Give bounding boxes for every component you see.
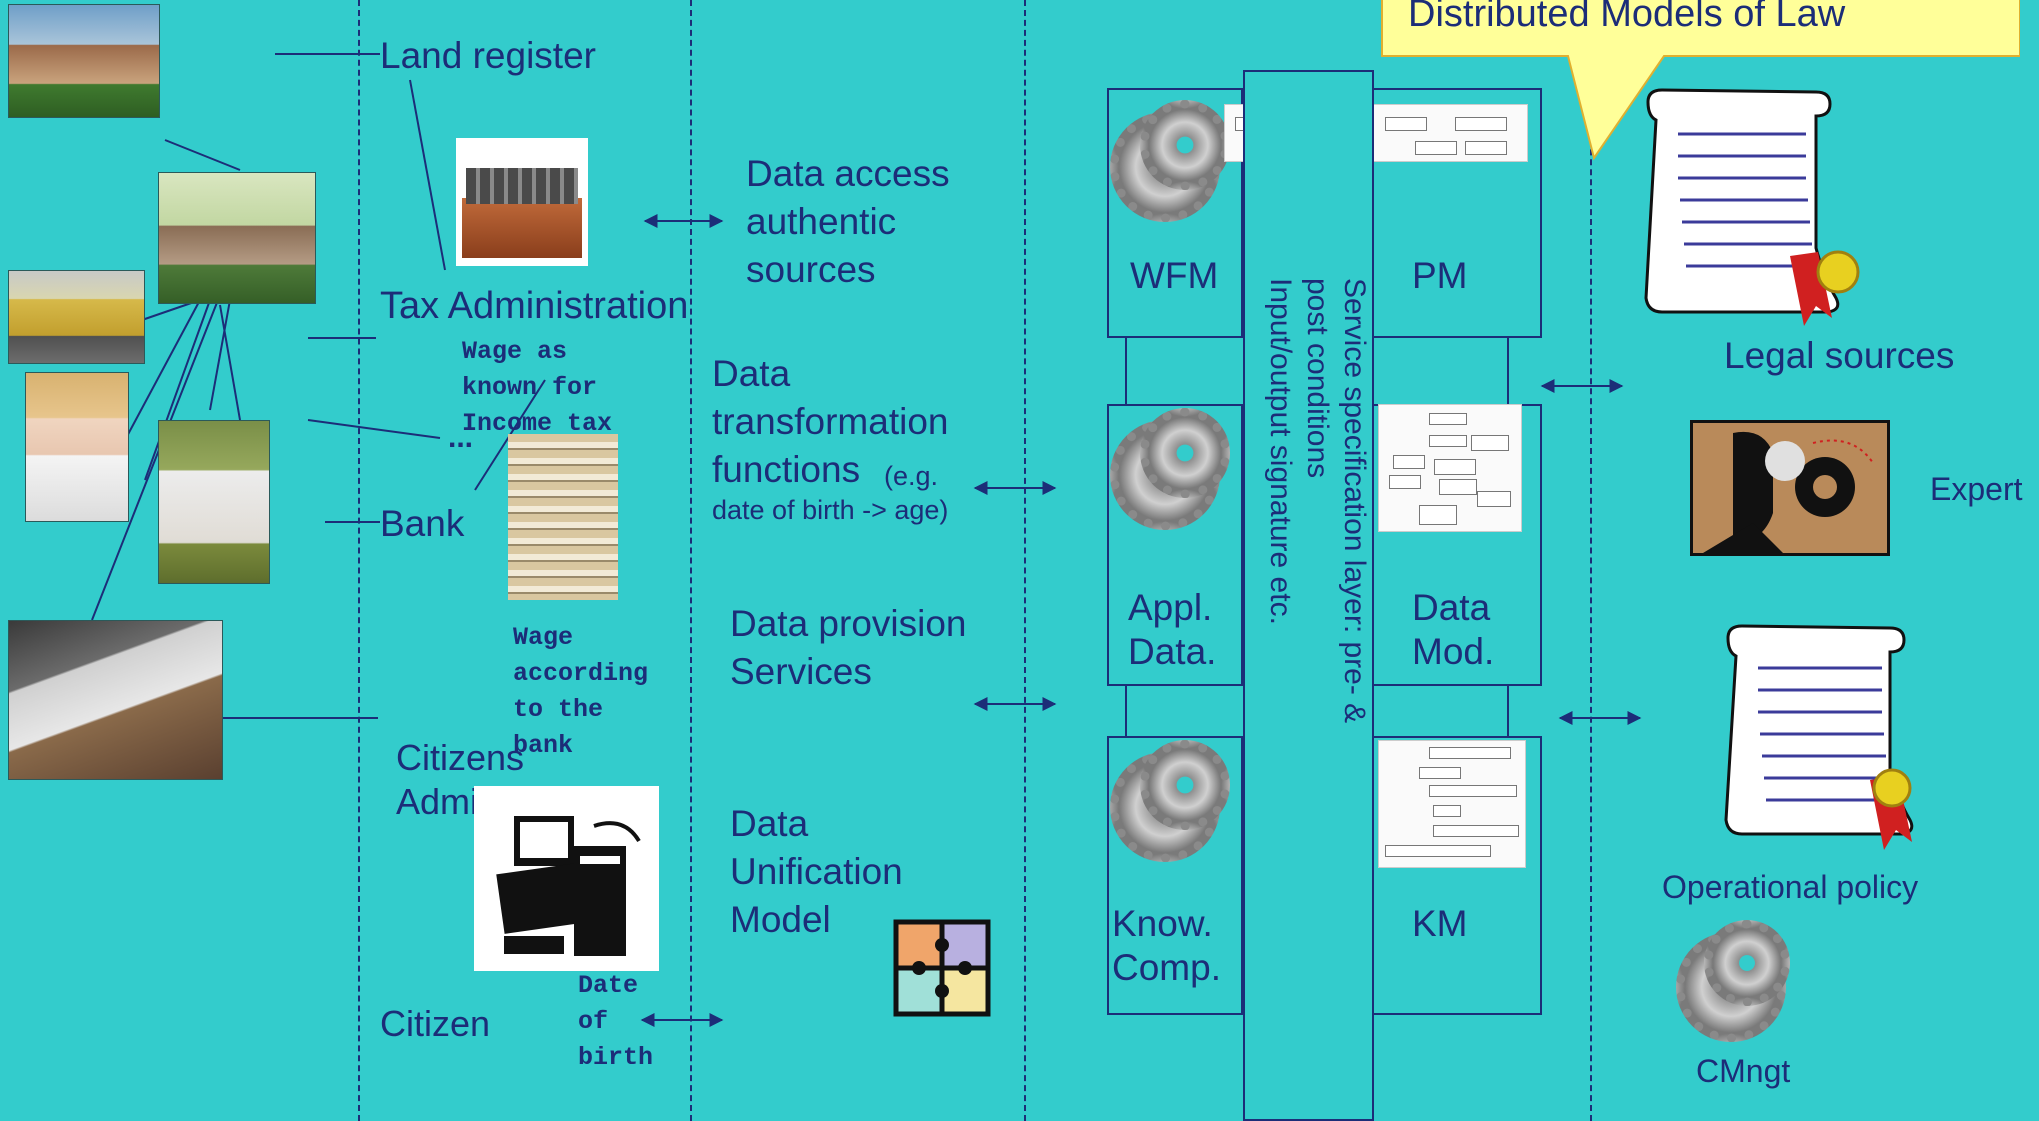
callout-title: Distributed Models of Law bbox=[1408, 0, 1846, 35]
bank-wage-note: Wage according to the bank bbox=[513, 623, 649, 760]
card-file-icon bbox=[456, 138, 588, 266]
paper-stack-icon bbox=[508, 434, 618, 600]
expert-icon bbox=[1690, 420, 1890, 556]
service-layer-line2: post conditions bbox=[1301, 278, 1334, 479]
computer-clipart-icon bbox=[474, 786, 659, 971]
gear-icon bbox=[1140, 100, 1230, 190]
citizen-label: Citizen bbox=[380, 1003, 491, 1044]
tax-wage-note: Wage as known for Income tax bbox=[462, 337, 613, 438]
family-photo bbox=[158, 172, 316, 304]
data-model-thumbnail bbox=[1378, 404, 1522, 532]
knowledge-model-thumbnail bbox=[1378, 740, 1526, 868]
data-mod-label: Data Mod. bbox=[1412, 587, 1495, 673]
data-access-label: Data access authentic sources bbox=[746, 153, 950, 291]
house-photo bbox=[8, 4, 160, 118]
column-divider bbox=[358, 0, 360, 1121]
rabbit-photo bbox=[158, 420, 270, 584]
wfm-label: WFM bbox=[1130, 255, 1219, 296]
data-transformation-note: (e.g. bbox=[884, 461, 939, 491]
data-transformation-label: Data transformation functions bbox=[712, 353, 949, 491]
office-photo bbox=[8, 620, 223, 780]
gear-icon bbox=[1140, 740, 1230, 830]
land-register-label: Land register bbox=[380, 35, 596, 76]
pm-label: PM bbox=[1412, 255, 1468, 296]
column-divider bbox=[690, 0, 692, 1121]
cmngt-label: CMngt bbox=[1696, 1053, 1791, 1089]
service-layer-text: Service specification layer: pre- & post… bbox=[1262, 278, 1373, 723]
legal-sources-label: Legal sources bbox=[1724, 335, 1955, 376]
gear-icon bbox=[1704, 920, 1790, 1006]
woman-photo bbox=[25, 372, 129, 522]
tax-administration-label: Tax Administration bbox=[380, 285, 689, 327]
car-photo bbox=[8, 270, 145, 364]
service-layer-line3: Input/output signature etc. bbox=[1264, 278, 1297, 625]
ellipsis-label: ... bbox=[448, 421, 474, 454]
scroll-icon bbox=[1644, 88, 1860, 326]
gear-icon bbox=[1140, 408, 1230, 498]
bank-label: Bank bbox=[380, 503, 465, 544]
data-transformation-example: date of birth -> age) bbox=[712, 495, 949, 525]
service-specification-layer: Service specification layer: pre- & post… bbox=[1243, 70, 1374, 1121]
appl-data-label: Appl. Data. bbox=[1128, 587, 1217, 673]
appl-data-box bbox=[1107, 404, 1243, 686]
data-unification-label: Data Unification Model bbox=[730, 803, 903, 941]
operational-policy-label: Operational policy bbox=[1662, 869, 1919, 905]
know-comp-box bbox=[1107, 736, 1243, 1015]
callout-shape bbox=[1381, 0, 2020, 161]
expert-label: Expert bbox=[1930, 471, 2023, 507]
data-provision-label: Data provision Services bbox=[730, 603, 967, 693]
wfm-box bbox=[1107, 88, 1243, 338]
service-layer-line1: Service specification layer: pre- & bbox=[1338, 278, 1371, 724]
know-comp-label: Know. Comp. bbox=[1112, 903, 1221, 989]
km-label: KM bbox=[1412, 903, 1468, 944]
scroll-icon bbox=[1724, 624, 1914, 850]
puzzle-icon bbox=[890, 916, 996, 1022]
column-divider bbox=[1590, 0, 1592, 1121]
date-of-birth-note: Date of birth bbox=[578, 971, 654, 1072]
column-divider bbox=[1024, 0, 1026, 1121]
